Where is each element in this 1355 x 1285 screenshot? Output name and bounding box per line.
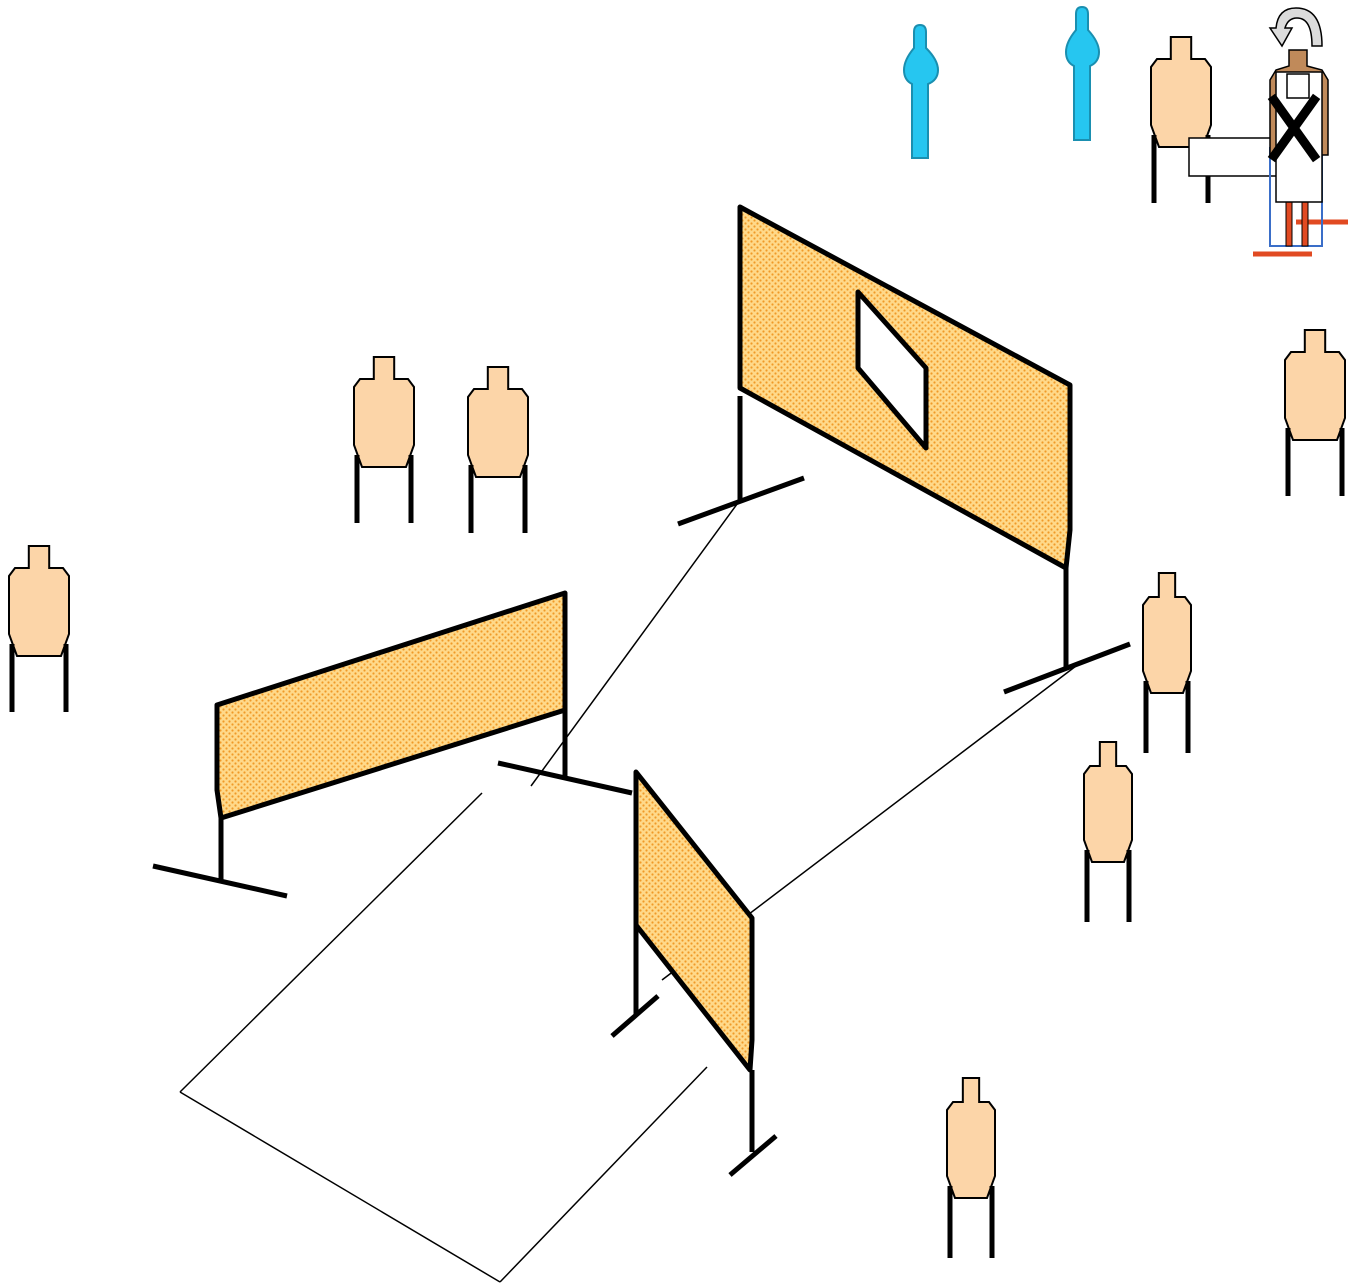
no-shoot-silhouette: [902, 23, 940, 159]
x-mark-stroke: [1267, 93, 1321, 163]
barricade-wall-icon: [677, 204, 1131, 695]
target-silhouette: [353, 356, 415, 468]
target-silhouette: [467, 366, 529, 478]
rotation-arrow-icon: [1268, 7, 1323, 48]
no-shoot-target-icon: [1064, 5, 1101, 141]
fault-line-left: [179, 792, 483, 1093]
cardboard-target-icon: [1083, 741, 1133, 922]
wall-window: [855, 289, 929, 451]
cardboard-target-icon: [1150, 36, 1212, 203]
wall-foot: [728, 1134, 778, 1177]
barricade-wall-icon: [610, 769, 778, 1177]
no-shoot-silhouette: [1064, 5, 1101, 141]
wall-foot: [1003, 641, 1131, 695]
barricade-wall-icon: [152, 590, 633, 899]
target-silhouette: [1150, 36, 1212, 148]
no-shoot-target-icon: [902, 23, 940, 159]
cardboard-target-icon: [1142, 572, 1192, 753]
cardboard-target-icon: [8, 545, 70, 712]
cardboard-target-icon: [353, 356, 415, 523]
fault-lines: [179, 499, 1077, 1283]
cardboard-target-icon: [946, 1077, 996, 1258]
target-silhouette: [1083, 741, 1133, 863]
fault-line-bottom-right: [499, 1066, 708, 1283]
x-mark-icon: [1267, 93, 1321, 163]
target-silhouette: [1284, 329, 1346, 441]
swinger-paper-inner: [1286, 73, 1310, 99]
wall-panel: [633, 769, 755, 1073]
wall-foot: [152, 863, 288, 899]
rotation-arrow: [1268, 7, 1323, 48]
cardboard-target-icon: [467, 366, 529, 533]
wall-foot: [610, 994, 660, 1038]
activator-bar: [1188, 137, 1280, 177]
swinger-target-icon: [1253, 7, 1348, 257]
cardboard-target-icon: [1284, 329, 1346, 496]
wall-foot: [497, 760, 633, 796]
paper-targets: [8, 36, 1346, 1258]
target-silhouette: [8, 545, 70, 657]
wall-foot: [677, 475, 805, 527]
fault-line-bottom-left: [179, 1091, 501, 1283]
target-silhouette: [1142, 572, 1192, 694]
target-silhouette: [946, 1077, 996, 1199]
wall-panel: [214, 590, 568, 821]
